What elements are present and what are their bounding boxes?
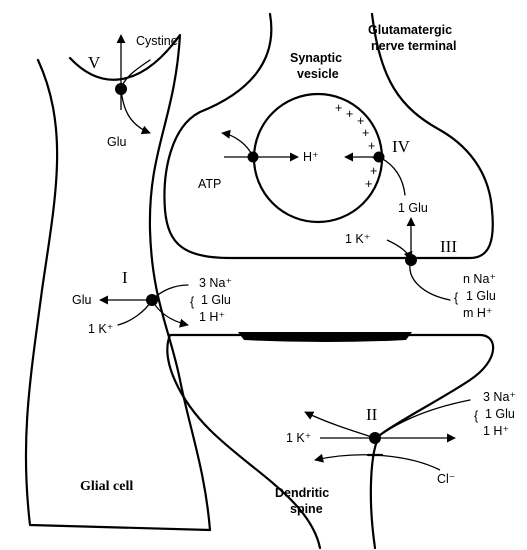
transporter-i-brace: {: [190, 295, 194, 309]
synaptic-vesicle-label-2: vesicle: [297, 67, 339, 81]
svg-text:+: +: [335, 101, 342, 115]
transporter-ii: II 1 K⁺ Cl⁻ { 3 Na⁺ 1 Glu 1 H⁺: [286, 390, 516, 486]
svg-text:+: +: [362, 126, 369, 140]
transporter-iii-k: 1 K⁺: [345, 232, 370, 246]
transporter-ii-ion-1: 3 Na⁺: [483, 390, 516, 404]
vesicle-charges: + + + + + + + +: [335, 101, 379, 191]
transporter-ii-ion-3: 1 H⁺: [483, 424, 509, 438]
transporter-v-numeral: V: [88, 53, 101, 72]
postsynaptic-density: [238, 332, 412, 342]
transporter-ii-k: 1 K⁺: [286, 431, 311, 445]
transporter-iv-numeral: IV: [392, 137, 411, 156]
transporter-i-glu: Glu: [72, 293, 92, 307]
svg-text:+: +: [346, 107, 353, 121]
dendritic-spine-label: Dendritic: [275, 486, 329, 500]
glutamatergic-terminal-label: Glutamatergic: [368, 23, 452, 37]
glial-cell-membrane: [26, 35, 210, 530]
glutamatergic-terminal-label-2: nerve terminal: [371, 39, 456, 53]
transporter-iv-h: H⁺: [303, 150, 319, 164]
transporter-ii-ion-2: 1 Glu: [485, 407, 515, 421]
transporter-iii-brace: {: [454, 291, 458, 305]
transporter-v: V Cystine Glu: [88, 34, 178, 149]
transporter-iii-ion-3: m H⁺: [463, 306, 493, 320]
glial-cell-label: Glial cell: [80, 479, 133, 494]
transporter-i-ion-1: 3 Na⁺: [199, 276, 232, 290]
transporter-v-glu: Glu: [107, 135, 127, 149]
transporter-ii-numeral: II: [366, 405, 378, 424]
synaptic-vesicle-label: Synaptic: [290, 51, 342, 65]
transporter-i: I Glu 1 K⁺ { 3 Na⁺ 1 Glu 1 H⁺: [72, 268, 232, 336]
transporter-iii-ion-2: 1 Glu: [466, 289, 496, 303]
transporter-i-ion-2: 1 Glu: [201, 293, 231, 307]
transporter-i-k: 1 K⁺: [88, 322, 113, 336]
transporter-iii-numeral: III: [440, 237, 457, 256]
dendritic-spine-membrane: [167, 335, 493, 548]
transporter-iii-ion-1: n Na⁺: [463, 272, 496, 286]
svg-text:+: +: [370, 164, 377, 178]
transporter-i-numeral: I: [122, 268, 128, 287]
transporter-iii-glu: 1 Glu: [398, 201, 428, 215]
transporter-iii: 1 Glu 1 K⁺ III { n Na⁺ 1 Glu m H⁺: [345, 201, 496, 320]
dendritic-spine-label-2: spine: [290, 502, 323, 516]
transporter-v-cystine: Cystine: [136, 34, 178, 48]
transporter-i-ion-3: 1 H⁺: [199, 310, 225, 324]
transporter-iv-atp: ATP: [198, 177, 221, 191]
transporter-ii-cl: Cl⁻: [437, 472, 455, 486]
transporter-ii-brace: {: [474, 409, 478, 423]
svg-text:+: +: [365, 177, 372, 191]
